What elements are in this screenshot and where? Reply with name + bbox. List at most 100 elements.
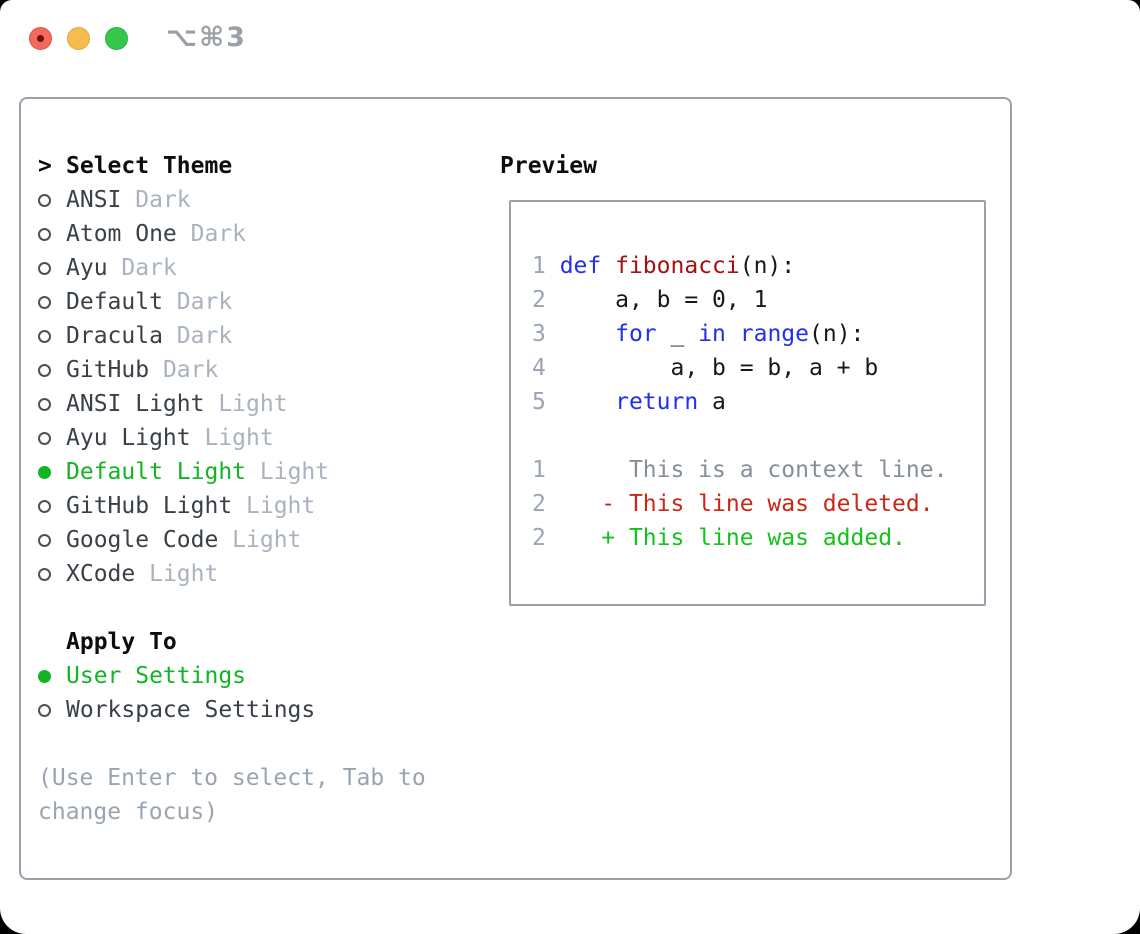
preview-line bbox=[532, 419, 984, 453]
close-button[interactable] bbox=[29, 27, 52, 50]
code-token: 2 bbox=[532, 525, 546, 551]
radio-unselected-icon bbox=[38, 567, 51, 581]
theme-option-label: Ayu Light bbox=[66, 425, 205, 451]
code-token bbox=[601, 253, 615, 279]
code-token: a, b = 0, 1 bbox=[559, 287, 768, 313]
radio-marker bbox=[38, 499, 66, 513]
cursor-indicator: > bbox=[38, 153, 52, 179]
theme-option[interactable]: Google Code Light bbox=[38, 523, 478, 557]
code-token: range bbox=[739, 321, 809, 347]
radio-unselected-icon bbox=[38, 261, 51, 275]
theme-variant-tag: Light bbox=[218, 391, 288, 417]
code-token: a, b = b, a + b bbox=[559, 355, 879, 381]
radio-marker bbox=[38, 669, 66, 683]
window-shortcut-label: ⌥⌘3 bbox=[166, 22, 247, 53]
theme-option[interactable]: Default Dark bbox=[38, 285, 478, 319]
code-token: a bbox=[698, 389, 726, 415]
code-token: 2 bbox=[532, 287, 560, 313]
theme-option[interactable]: Ayu Dark bbox=[38, 251, 478, 285]
preview-line: 2 a, b = 0, 1 bbox=[532, 283, 984, 317]
preview-line: 4 a, b = b, a + b bbox=[532, 351, 984, 385]
code-token: + This line was added. bbox=[545, 525, 906, 551]
theme-option-label: XCode bbox=[66, 561, 150, 587]
apply-target-option[interactable]: User Settings bbox=[38, 659, 478, 693]
radio-marker bbox=[38, 703, 66, 717]
theme-variant-tag: Dark bbox=[176, 289, 233, 315]
theme-option-label: ANSI bbox=[66, 187, 136, 213]
hint-text: (Use Enter to select, Tab to change focu… bbox=[38, 765, 426, 825]
code-token: This is a context line. bbox=[545, 457, 948, 483]
radio-marker bbox=[38, 533, 66, 547]
theme-option-label: Ayu bbox=[66, 255, 122, 281]
theme-option-label: Default Light bbox=[66, 459, 260, 485]
theme-option-label: GitHub bbox=[66, 357, 163, 383]
theme-option[interactable]: Atom One Dark bbox=[38, 217, 478, 251]
radio-unselected-icon bbox=[38, 329, 51, 343]
preview-line: 2 + This line was added. bbox=[532, 521, 984, 555]
theme-option[interactable]: ANSI Dark bbox=[38, 183, 478, 217]
theme-option[interactable]: XCode Light bbox=[38, 557, 478, 591]
code-token: def bbox=[559, 253, 602, 279]
theme-option[interactable]: ANSI Light Light bbox=[38, 387, 478, 421]
theme-variant-tag: Light bbox=[259, 459, 330, 485]
radio-marker bbox=[38, 261, 66, 275]
theme-option[interactable]: GitHub Dark bbox=[38, 353, 478, 387]
code-token: 2 bbox=[532, 491, 546, 517]
radio-marker bbox=[38, 295, 66, 309]
preview-line: 2 - This line was deleted. bbox=[532, 487, 984, 521]
code-token: 1 bbox=[532, 253, 560, 279]
radio-marker bbox=[38, 431, 66, 445]
code-token: in bbox=[698, 321, 726, 347]
theme-section-title: Select Theme bbox=[66, 153, 233, 179]
theme-option[interactable]: Default Light Light bbox=[38, 455, 478, 489]
theme-variant-tag: Light bbox=[232, 527, 302, 553]
theme-variant-tag: Light bbox=[246, 493, 316, 519]
theme-option-label: Atom One bbox=[66, 221, 191, 247]
code-token bbox=[560, 389, 615, 415]
code-token: _ bbox=[656, 321, 699, 347]
code-token: (n): bbox=[809, 321, 865, 347]
preview-line: 5 return a bbox=[532, 385, 984, 419]
radio-marker bbox=[38, 193, 66, 207]
radio-unselected-icon bbox=[38, 533, 51, 547]
radio-unselected-icon bbox=[38, 431, 51, 445]
theme-option[interactable]: Ayu Light Light bbox=[38, 421, 478, 455]
radio-unselected-icon bbox=[38, 703, 51, 717]
maximize-button[interactable] bbox=[105, 27, 128, 50]
radio-marker bbox=[38, 465, 66, 479]
radio-marker bbox=[38, 363, 66, 377]
code-token bbox=[726, 321, 740, 347]
apply-target-option-label: User Settings bbox=[66, 663, 247, 689]
theme-option-label: Google Code bbox=[66, 527, 233, 553]
code-token: 4 bbox=[532, 355, 560, 381]
theme-option-label: GitHub Light bbox=[66, 493, 247, 519]
spacer bbox=[38, 591, 478, 625]
radio-selected-icon bbox=[38, 465, 51, 479]
code-token: 3 bbox=[532, 321, 560, 347]
radio-selected-icon bbox=[38, 669, 51, 683]
minimize-button[interactable] bbox=[67, 27, 90, 50]
preview-line: 1 def fibonacci(n): bbox=[532, 249, 984, 283]
code-token: fibonacci bbox=[615, 253, 740, 279]
radio-unselected-icon bbox=[38, 499, 51, 513]
code-token: return bbox=[615, 389, 699, 415]
theme-option[interactable]: GitHub Light Light bbox=[38, 489, 478, 523]
code-token: 5 bbox=[532, 389, 560, 415]
spacer bbox=[38, 727, 478, 761]
code-token: - This line was deleted. bbox=[545, 491, 934, 517]
apply-target-option[interactable]: Workspace Settings bbox=[38, 693, 478, 727]
apply-target-option-label: Workspace Settings bbox=[66, 697, 316, 723]
radio-unselected-icon bbox=[38, 363, 51, 377]
theme-variant-tag: Dark bbox=[135, 187, 191, 213]
radio-unselected-icon bbox=[38, 295, 51, 309]
theme-option[interactable]: Dracula Dark bbox=[38, 319, 478, 353]
theme-option-label: Default bbox=[66, 289, 177, 315]
radio-marker bbox=[38, 567, 66, 581]
radio-marker bbox=[38, 227, 66, 241]
